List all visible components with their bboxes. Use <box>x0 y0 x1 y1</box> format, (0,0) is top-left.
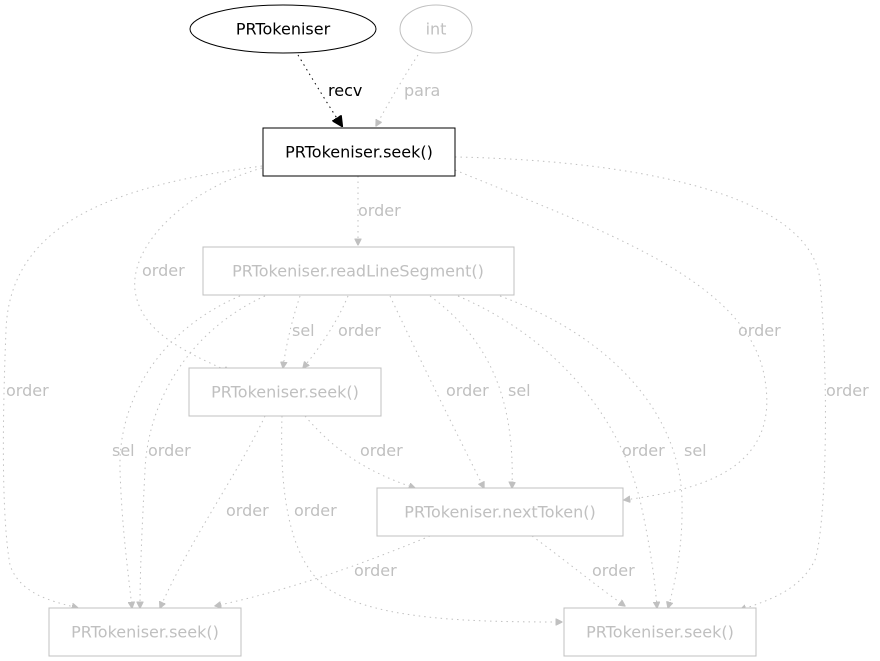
node-int[interactable]: int <box>399 4 473 54</box>
edge-label-rls-to-bottom-left-order: order <box>148 441 191 460</box>
edge-label-rls-to-next-token-order: order <box>446 381 489 400</box>
edge-label-main-to-bottom-right: order <box>826 381 869 400</box>
edge-main-to-next-token: order <box>454 169 781 500</box>
edge-rls-to-bottom-right-order: order <box>457 295 665 608</box>
node-seek-middle[interactable]: PRTokeniser.seek() <box>188 367 382 417</box>
edge-rls-to-bottom-right-sel: sel <box>499 295 707 608</box>
edge-rls-to-bottom-left-sel: sel <box>112 295 241 608</box>
edge-label-main-to-bottom-left: order <box>6 381 49 400</box>
edge-label-seek-middle-to-bottom-left: order <box>226 501 269 520</box>
node-prtokeniser-label: PRTokeniser <box>236 20 331 39</box>
edge-label-main-to-seek-middle: order <box>142 261 185 280</box>
edge-main-to-seek-middle: order <box>134 167 263 372</box>
edge-label-seek-middle-to-bottom-right: order <box>294 501 337 520</box>
node-next-token-label: PRTokeniser.nextToken() <box>404 503 595 522</box>
edge-next-token-to-bottom-left: order <box>215 535 431 606</box>
node-prtokeniser[interactable]: PRTokeniser <box>189 4 377 54</box>
edge-label-rls-to-next-token-sel: sel <box>508 381 531 400</box>
node-seek-bottom-left[interactable]: PRTokeniser.seek() <box>48 607 242 657</box>
node-seek-bottom-left-label: PRTokeniser.seek() <box>71 623 219 642</box>
edge-label-rls-to-seek-middle-order: order <box>338 321 381 340</box>
edge-rls-to-next-token-order: order <box>389 295 489 488</box>
node-seek-middle-label: PRTokeniser.seek() <box>211 383 359 402</box>
edge-label-main-to-rls: order <box>358 201 401 220</box>
node-read-line-segment-label: PRTokeniser.readLineSegment() <box>232 262 484 281</box>
edge-main-to-bottom-left: order <box>2 165 263 608</box>
edge-para: para <box>376 54 440 126</box>
node-seek-main[interactable]: PRTokeniser.seek() <box>262 127 456 177</box>
edge-label-para: para <box>404 81 440 100</box>
edge-label-next-token-to-bottom-right: order <box>592 561 635 580</box>
node-next-token[interactable]: PRTokeniser.nextToken() <box>376 487 624 537</box>
edge-label-rls-to-bottom-right-order: order <box>622 441 665 460</box>
edge-label-recv: recv <box>328 81 362 100</box>
edge-seek-middle-to-bottom-left: order <box>160 415 269 608</box>
node-int-label: int <box>426 20 447 39</box>
edge-main-to-rls: order <box>358 176 401 245</box>
edge-label-rls-to-bottom-left-sel: sel <box>112 441 135 460</box>
node-seek-bottom-right[interactable]: PRTokeniser.seek() <box>563 607 757 657</box>
edge-label-next-token-to-bottom-left: order <box>354 561 397 580</box>
edge-seek-middle-to-next-token: order <box>304 415 415 488</box>
node-seek-bottom-right-label: PRTokeniser.seek() <box>586 623 734 642</box>
node-seek-main-label: PRTokeniser.seek() <box>285 143 433 162</box>
edge-label-main-to-next-token: order <box>738 321 781 340</box>
edge-label-rls-to-bottom-right-sel: sel <box>684 441 707 460</box>
edge-label-seek-middle-to-next-token: order <box>360 441 403 460</box>
edge-next-token-to-bottom-right: order <box>531 535 635 606</box>
edge-rls-to-seek-middle-sel: sel <box>283 295 315 368</box>
node-read-line-segment[interactable]: PRTokeniser.readLineSegment() <box>202 246 515 296</box>
edge-rls-to-bottom-left-order: order <box>140 295 266 608</box>
edge-rls-to-seek-middle-order: order <box>303 295 381 368</box>
edge-label-rls-to-seek-middle-sel: sel <box>292 321 315 340</box>
edge-rls-to-next-token-sel: sel <box>429 295 531 488</box>
edge-seek-middle-to-bottom-right: order <box>281 415 562 622</box>
edge-main-to-bottom-right: order <box>454 156 869 610</box>
edge-recv: recv <box>297 54 362 126</box>
